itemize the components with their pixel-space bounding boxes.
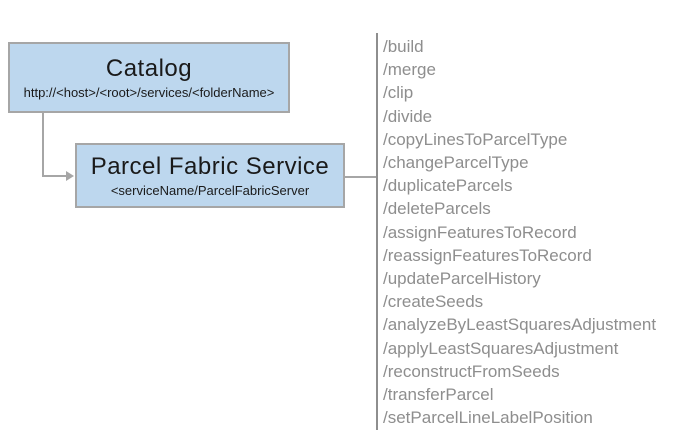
arrowhead-right-icon: [66, 171, 74, 181]
operation-item: /reassignFeaturesToRecord: [383, 245, 592, 265]
catalog-node: Catalog http://<host>/<root>/services/<f…: [8, 42, 290, 113]
operation-item: /divide: [383, 106, 433, 126]
operation-item: /setParcelLineLabelPosition: [383, 408, 593, 428]
connector-to-operations: [345, 176, 376, 178]
operation-item: /reconstructFromSeeds: [383, 361, 560, 381]
operation-item: /createSeeds: [383, 292, 484, 312]
operation-item: /copyLinesToParcelType: [383, 129, 568, 149]
operation-item: /assignFeaturesToRecord: [383, 222, 577, 242]
catalog-title: Catalog: [105, 55, 193, 83]
operation-item: /transferParcel: [383, 385, 494, 405]
operation-item: /applyLeastSquaresAdjustment: [383, 338, 619, 358]
connector-vertical-segment: [42, 113, 44, 177]
operation-item: /duplicateParcels: [383, 176, 513, 196]
operation-item: /updateParcelHistory: [383, 269, 541, 289]
catalog-url-template: http://<host>/<root>/services/<folderNam…: [23, 84, 275, 100]
operations-separator-line: [376, 33, 378, 430]
operation-item: /build: [383, 37, 424, 56]
operation-item: /changeParcelType: [383, 153, 529, 173]
parcel-fabric-service-node: Parcel Fabric Service <serviceName/Parce…: [75, 143, 345, 208]
service-title: Parcel Fabric Service: [90, 153, 330, 181]
operation-item: /deleteParcels: [383, 199, 491, 219]
operations-list: /build/merge/clip/divide/copyLinesToParc…: [383, 35, 683, 429]
connector-horizontal-segment: [42, 175, 68, 177]
operation-item: /analyzeByLeastSquaresAdjustment: [383, 315, 657, 335]
operation-item: /clip: [383, 83, 414, 103]
operation-item: /merge: [383, 60, 436, 80]
service-url-template: <serviceName/ParcelFabricServer: [110, 182, 310, 198]
